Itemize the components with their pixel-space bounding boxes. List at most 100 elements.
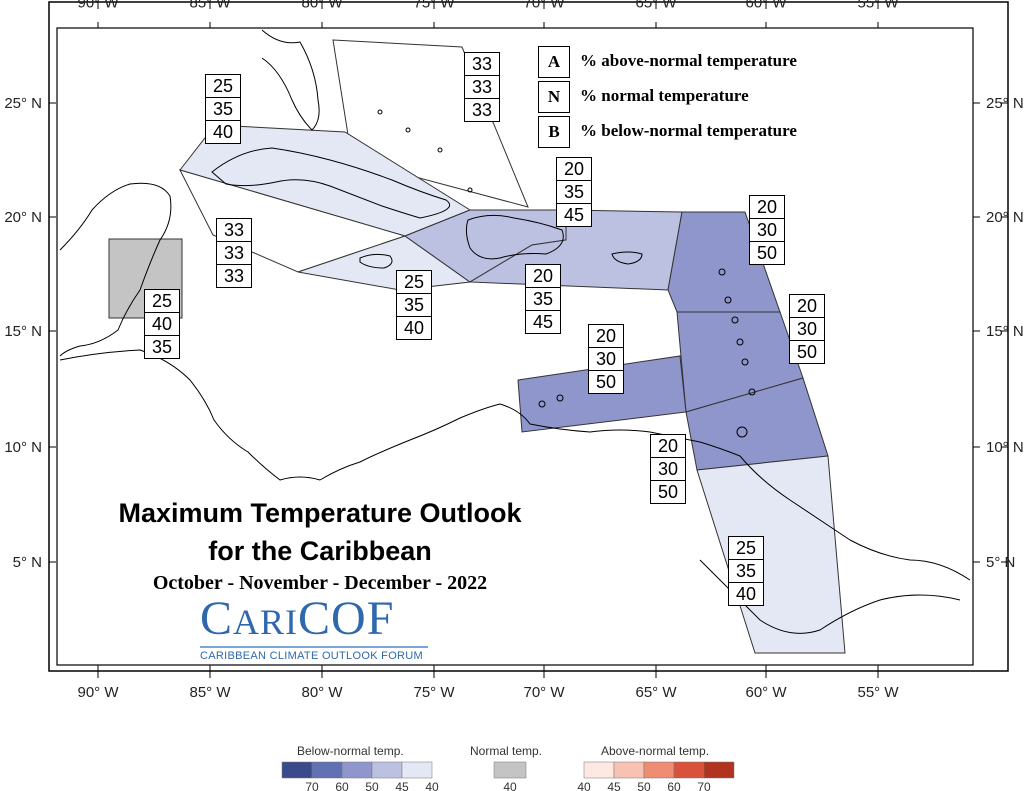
above-normal-pct: 20: [589, 325, 623, 348]
scale-swatch-below: [401, 761, 433, 779]
below-normal-pct: 50: [756, 243, 778, 263]
lat-label-right: 5° N: [986, 554, 1015, 571]
normal-pct: 30: [750, 219, 784, 242]
island: [437, 147, 443, 153]
above-normal-pct: 25: [397, 271, 431, 294]
below-normal-pct: 35: [151, 337, 173, 357]
below-normal-pct: 50: [796, 342, 818, 362]
below-normal-pct: 40: [212, 122, 234, 142]
island: [736, 338, 744, 346]
florida-coast: [261, 29, 320, 131]
lat-label-left: 5° N: [13, 554, 42, 571]
normal-pct: 40: [145, 313, 179, 336]
lon-label-bottom: 90° W: [77, 684, 119, 701]
lat-label-right: 15° N: [986, 323, 1024, 340]
key-text: % normal temperature: [580, 86, 749, 105]
logo-letters: ARI: [233, 602, 299, 642]
lat-label-left: 15° N: [4, 323, 42, 340]
island: [724, 296, 732, 304]
key-letter: B: [538, 116, 570, 148]
lat-label-right: 20° N: [986, 209, 1024, 226]
normal-pct: 30: [589, 348, 623, 371]
normal-pct: 33: [217, 242, 251, 265]
lon-label-top: 65° W: [635, 0, 677, 11]
caricof-logo: CARICOF CARIBBEAN CLIMATE OUTLOOK FORUM: [200, 595, 434, 662]
normal-pct: 35: [557, 181, 591, 204]
lon-label-top: 85° W: [189, 0, 231, 11]
below-normal-pct: 33: [471, 100, 493, 120]
island: [741, 358, 749, 366]
above-normal-pct: 33: [465, 53, 499, 76]
island: [736, 426, 748, 438]
lon-label-bottom: 75° W: [413, 684, 455, 701]
lat-label-left: 10° N: [4, 439, 42, 456]
yucatan-coast: [59, 182, 172, 357]
key-text: % above-normal temperature: [580, 51, 797, 70]
scale-swatch-above: [673, 761, 705, 779]
scale-value-above: 40: [577, 780, 591, 791]
lat-label-right: 25° N: [986, 95, 1024, 112]
below-normal-pct: 33: [223, 266, 245, 286]
island: [538, 400, 546, 408]
key-letter: A: [538, 46, 570, 78]
above-normal-pct: 25: [729, 537, 763, 560]
lon-label-top: 90° W: [77, 0, 119, 11]
lon-label-bottom: 65° W: [635, 684, 677, 701]
lon-label-top: 80° W: [301, 0, 343, 11]
above-normal-pct: 20: [790, 295, 824, 318]
normal-pct: 30: [790, 318, 824, 341]
above-normal-pct: 33: [217, 219, 251, 242]
island: [718, 268, 726, 276]
scale-swatch-above: [583, 761, 615, 779]
hispaniola-coast: [465, 214, 564, 260]
lon-label-top: 60° W: [745, 0, 787, 11]
cuba-coast: [211, 147, 451, 219]
key-row-normal: N% normal temperature: [538, 81, 749, 113]
scale-value-above: 50: [637, 780, 651, 791]
scale-normal-label: Normal temp.: [470, 744, 543, 758]
scale-value-normal: 40: [503, 780, 517, 791]
key-row-above: A % above-normal temperature: [538, 46, 797, 78]
logo-letters: COF: [298, 592, 395, 645]
forecast-zones: [108, 39, 846, 654]
island: [405, 127, 411, 133]
scale-value-below: 50: [365, 780, 379, 791]
normal-pct: 33: [465, 76, 499, 99]
scale-value-below: 40: [425, 780, 439, 791]
below-normal-pct: 45: [532, 312, 554, 332]
normal-pct: 35: [526, 288, 560, 311]
scale-value-below: 60: [335, 780, 349, 791]
logo-underline: [200, 646, 428, 648]
puerto-rico-coast: [611, 251, 643, 265]
normal-pct: 35: [397, 294, 431, 317]
lat-label-right: 10° N: [986, 439, 1024, 456]
central-america-coast: [59, 349, 321, 481]
above-normal-pct: 20: [526, 265, 560, 288]
normal-pct: 35: [206, 98, 240, 121]
scale-swatch-above: [643, 761, 675, 779]
forecast-period: October - November - December - 2022: [152, 572, 488, 594]
logo-letter: C: [200, 592, 234, 645]
axis-ticks: 90° W90° W85° W85° W80° W80° W75° W75° W…: [4, 0, 1023, 701]
below-normal-pct: 40: [403, 318, 425, 338]
normal-pct: 35: [729, 560, 763, 583]
lon-label-top: 70° W: [523, 0, 565, 11]
key-text: % below-normal temperature: [580, 121, 797, 140]
above-normal-pct: 20: [651, 435, 685, 458]
scale-swatch-below: [371, 761, 403, 779]
scale-value-above: 60: [667, 780, 681, 791]
scale-value-below: 45: [395, 780, 409, 791]
map-subtitle: for the Caribbean: [208, 536, 432, 566]
below-normal-pct: 40: [735, 584, 757, 604]
key-row-below: B % below-normal temperature: [538, 116, 797, 148]
